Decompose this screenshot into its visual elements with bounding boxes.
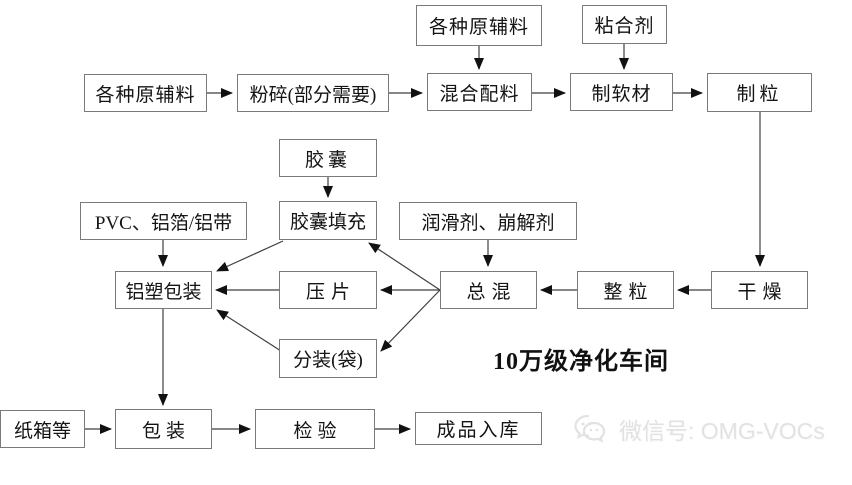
node-warehouse: 成品入库: [415, 412, 542, 445]
node-packing: 包装: [115, 409, 212, 449]
node-raw-materials-top: 各种原辅料: [416, 5, 542, 46]
node-bagging: 分装(袋): [279, 339, 377, 378]
node-mixing: 混合配料: [427, 73, 532, 111]
node-soft-material: 制软材: [570, 73, 673, 111]
node-blister-packaging: 铝塑包装: [115, 271, 212, 309]
node-final-mixing: 总混: [440, 271, 537, 309]
watermark: 微信号: OMG-VOCs: [572, 412, 825, 446]
node-tablet-pressing: 压片: [279, 271, 377, 309]
node-raw-materials-left: 各种原辅料: [84, 74, 207, 112]
node-granule-sizing: 整粒: [577, 271, 674, 309]
wechat-icon: [572, 413, 612, 445]
node-pvc-foil: PVC、铝箔/铝带: [80, 202, 247, 240]
node-lubricant-disintegrant: 润滑剂、崩解剂: [399, 202, 577, 240]
cleanroom-grade-label: 10万级净化车间: [493, 349, 669, 375]
node-binder: 粘合剂: [582, 5, 667, 44]
node-capsule: 胶囊: [279, 139, 377, 177]
node-inspection: 检验: [255, 409, 375, 449]
node-drying: 干燥: [711, 271, 808, 309]
node-carton: 纸箱等: [0, 410, 85, 448]
watermark-text: 微信号: OMG-VOCs: [619, 418, 825, 444]
node-crushing: 粉碎(部分需要): [237, 74, 389, 112]
node-capsule-filling: 胶囊填充: [279, 201, 377, 240]
node-granulation: 制粒: [707, 73, 812, 112]
